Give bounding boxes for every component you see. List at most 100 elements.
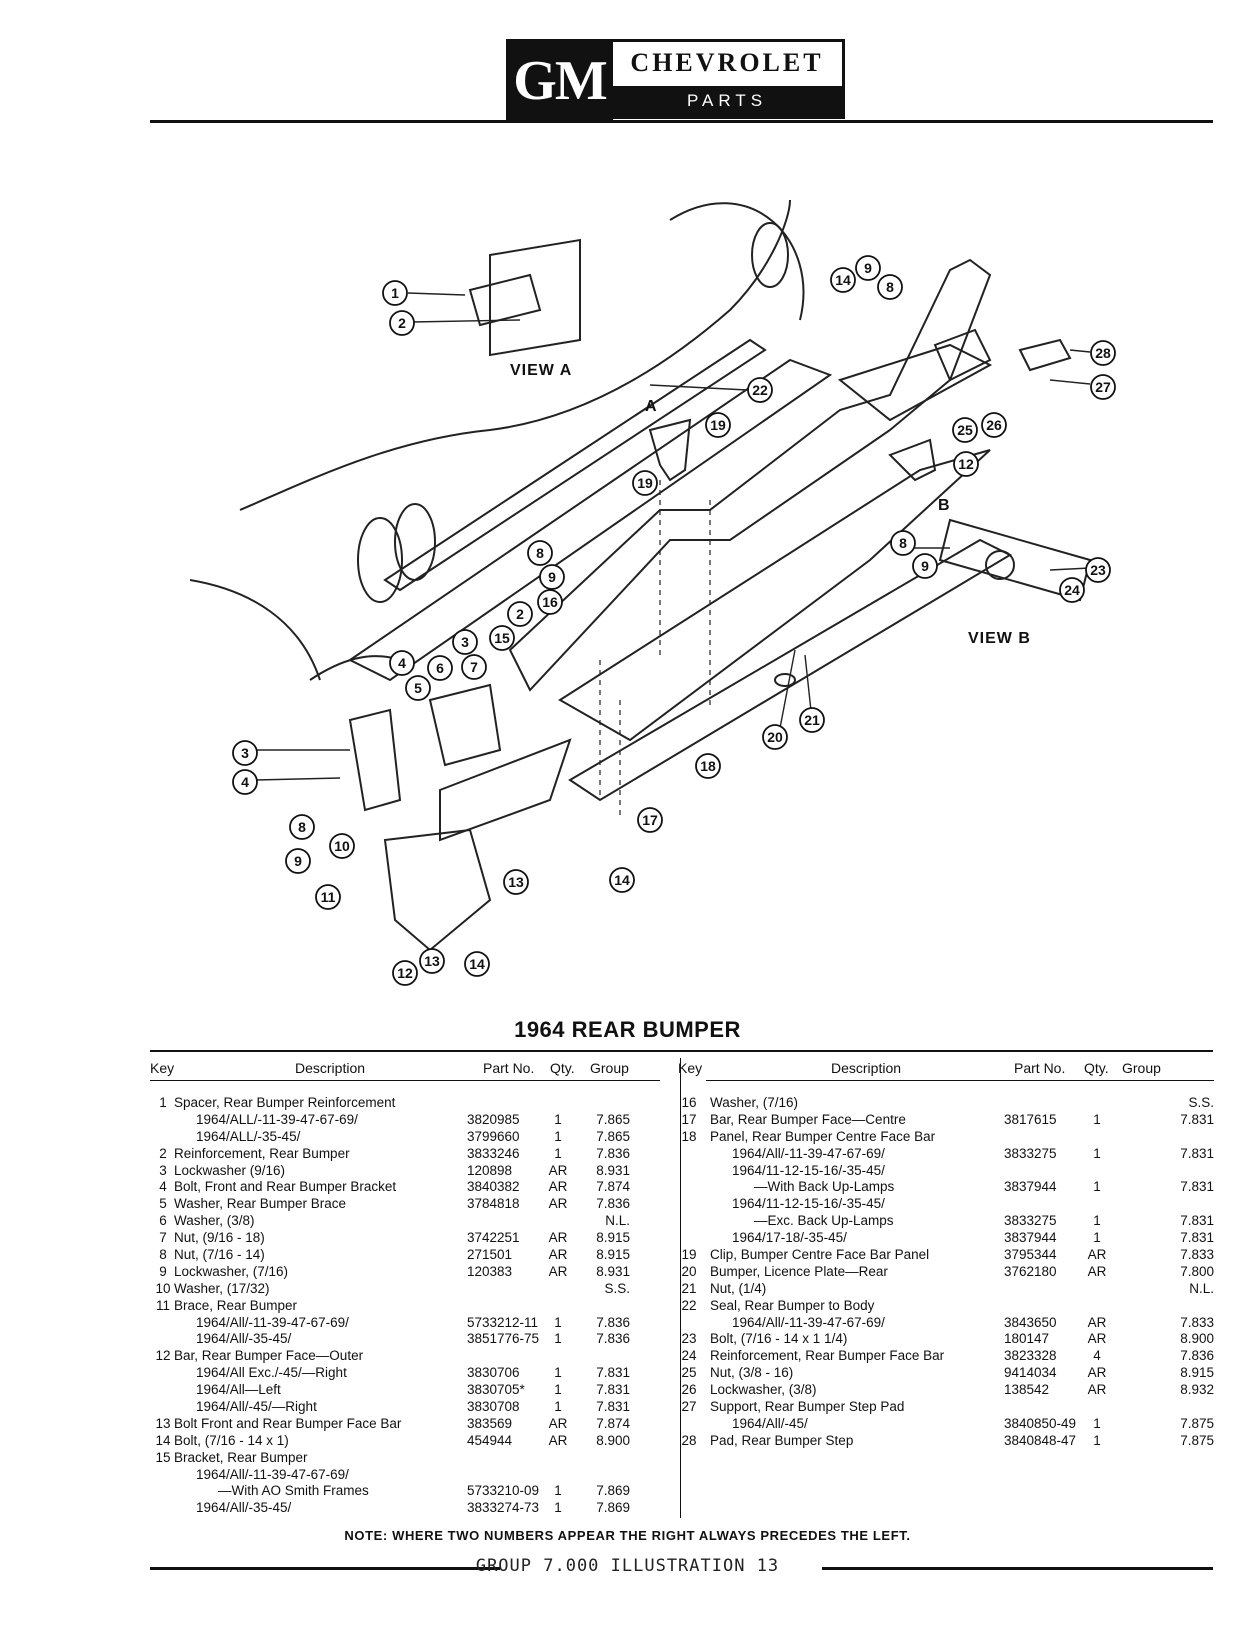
part-key: 18 <box>681 1128 697 1144</box>
arrow-b <box>888 438 937 482</box>
callout-number: 2 <box>516 606 524 622</box>
callout-circle <box>405 675 431 701</box>
callout-number: 3 <box>241 745 249 761</box>
part-description: Bracket, Rear Bumper <box>174 1449 308 1465</box>
part-qty: 1 <box>554 1483 562 1499</box>
part-qty: 1 <box>1093 1145 1101 1161</box>
part-key: 3 <box>159 1162 167 1178</box>
callout-9: 9 <box>539 564 565 590</box>
callout-circle <box>389 310 415 336</box>
part-group: N.L. <box>1189 1280 1214 1296</box>
part-number: 3843650 <box>1004 1314 1057 1330</box>
part-key: 27 <box>681 1399 697 1415</box>
part-qty: AR <box>548 1247 568 1263</box>
part-description: Nut, (1/4) <box>710 1280 767 1296</box>
part-group: 7.869 <box>596 1483 630 1499</box>
tail-lamp-3 <box>751 222 789 288</box>
header-group: Group <box>1122 1060 1161 1076</box>
part-description: Clip, Bumper Centre Face Bar Panel <box>710 1247 930 1263</box>
part-description: Bumper, Licence Plate—Rear <box>710 1263 888 1279</box>
callout-8: 8 <box>890 530 916 556</box>
callout-circle <box>890 530 916 556</box>
part-key: 15 <box>155 1449 171 1465</box>
part-key: 13 <box>155 1415 171 1431</box>
part-description: 1964/All Exc./-45/—Right <box>196 1365 347 1381</box>
part-qty: AR <box>1087 1365 1107 1381</box>
callout-18: 18 <box>695 753 721 779</box>
callout-number: 26 <box>986 417 1002 433</box>
callout-25: 25 <box>952 417 978 443</box>
part-qty: AR <box>548 1179 568 1195</box>
part-description: 1964/All/-11-39-47-67-69/ <box>196 1466 349 1482</box>
callout-circle <box>389 650 415 676</box>
part-key: 4 <box>159 1179 167 1195</box>
part-group: 7.831 <box>596 1382 630 1398</box>
upper-body-strip <box>383 338 767 592</box>
part-qty: AR <box>1087 1382 1107 1398</box>
part-qty: 1 <box>554 1500 562 1516</box>
part-description: 1964/ALL/-11-39-47-67-69/ <box>196 1111 358 1127</box>
part-key: 16 <box>681 1095 697 1110</box>
bracket-left <box>428 683 502 767</box>
callout-circle <box>464 951 490 977</box>
part-qty: AR <box>1087 1314 1107 1330</box>
part-qty: AR <box>548 1432 568 1448</box>
part-description: Seal, Rear Bumper to Body <box>710 1297 875 1313</box>
table-divider <box>680 1058 681 1518</box>
callout-12: 12 <box>392 960 418 986</box>
part-qty: 4 <box>1093 1348 1101 1364</box>
header-qty: Qty. <box>550 1060 575 1076</box>
callout-5: 5 <box>405 675 431 701</box>
part-key: 28 <box>681 1432 697 1448</box>
callout-28: 28 <box>1090 340 1116 366</box>
header-description: Description <box>831 1060 902 1076</box>
part-description: Bar, Rear Bumper Face—Centre <box>710 1111 906 1127</box>
part-number: 3833246 <box>467 1145 520 1161</box>
callout-number: 21 <box>804 712 820 728</box>
part-group: 7.836 <box>596 1314 630 1330</box>
part-qty: 1 <box>1093 1415 1101 1431</box>
part-number: 3837944 <box>1004 1179 1057 1195</box>
callout-circle <box>382 280 408 306</box>
part-key: 17 <box>681 1111 697 1127</box>
callout-number: 8 <box>886 279 894 295</box>
callout-number: 8 <box>899 535 907 551</box>
part-number: 9414034 <box>1004 1365 1057 1381</box>
header-rule <box>150 120 1213 123</box>
footer-caption: GROUP 7.000 ILLUSTRATION 13 <box>475 1556 780 1576</box>
part-key: 19 <box>681 1247 697 1263</box>
part-description: 1964/All/-11-39-47-67-69/ <box>196 1314 349 1330</box>
part-description: 1964/All/-35-45/ <box>196 1500 292 1516</box>
part-description: Bolt, Front and Rear Bumper Bracket <box>174 1179 397 1195</box>
callout-circle <box>981 412 1007 438</box>
part-description: Nut, (7/16 - 14) <box>174 1247 265 1263</box>
part-group: 7.800 <box>1180 1263 1214 1279</box>
leader-20 <box>779 649 796 729</box>
part-qty: 1 <box>554 1365 562 1381</box>
callout-number: 14 <box>614 872 630 888</box>
callout-number: 22 <box>752 382 768 398</box>
callout-8: 8 <box>877 274 903 300</box>
callout-circle <box>952 417 978 443</box>
part-description: 1964/All—Left <box>196 1382 281 1398</box>
callout-19: 19 <box>632 470 658 496</box>
callout-circle <box>1059 577 1085 603</box>
callout-number: 2 <box>398 315 406 331</box>
callout-12: 12 <box>953 451 979 477</box>
part-qty: 1 <box>554 1145 562 1161</box>
view-a-bracket <box>489 238 581 357</box>
callout-number: 9 <box>921 558 929 574</box>
callout-circle <box>632 470 658 496</box>
part-group: 7.831 <box>596 1365 630 1381</box>
part-description: Nut, (9/16 - 18) <box>174 1230 265 1246</box>
part-description: Lockwasher (9/16) <box>174 1162 286 1178</box>
